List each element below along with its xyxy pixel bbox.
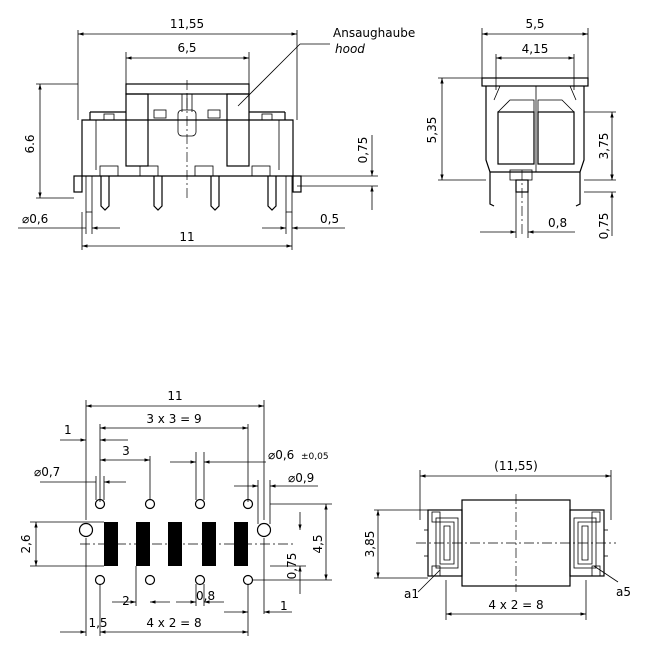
dim-pin-length: 0,75 — [356, 137, 370, 164]
fp-dim-1: 1 — [64, 423, 72, 437]
dim-height: 6.6 — [23, 134, 37, 153]
dim-hood-width: 6,5 — [177, 41, 196, 55]
top-view: (11,55) 3,85 4 x 2 = 8 a1 a5 — [363, 459, 631, 620]
fp-pitch-3: 3 x 3 = 9 — [146, 412, 201, 426]
fp-pad-height: 2,6 — [19, 534, 33, 553]
dim-side-height: 5,35 — [425, 117, 439, 144]
fp-hole-06-tol: ±0,05 — [301, 452, 329, 462]
dim-side-body: 3,75 — [597, 133, 611, 160]
fp-v075: 0,75 — [285, 553, 299, 580]
callout-hood: hood — [335, 42, 365, 56]
callout-ansaughaube: Ansaughaube — [333, 26, 415, 40]
side-view: 5,5 4,15 5,35 3,75 0,75 0,8 — [425, 17, 616, 239]
dim-pitch-span: 11 — [179, 230, 194, 244]
footprint-view: 11 3 x 3 = 9 1 3 ⌀0,6 ±0,05 ⌀0,7 ⌀0,9 — [19, 389, 332, 636]
dim-pin-diameter: ⌀0,6 — [22, 212, 48, 226]
dim-side-width: 5,5 — [525, 17, 544, 31]
dim-total-width: 11,55 — [170, 17, 204, 31]
fp-dim-2: 2 — [122, 594, 130, 608]
front-view: 11,55 6,5 — [18, 17, 415, 250]
top-width: (11,55) — [494, 459, 538, 473]
front-pins — [73, 175, 302, 213]
fp-dim-1b: 1 — [280, 599, 288, 613]
fp-dim-15: 1,5 — [88, 616, 107, 630]
fp-dim-3: 3 — [122, 444, 130, 458]
fp-hole-09: ⌀0,9 — [288, 471, 314, 485]
fp-hole-06: ⌀0,6 — [268, 448, 294, 462]
dim-side-inner: 4,15 — [522, 42, 549, 56]
fp-overall: 11 — [167, 389, 182, 403]
dim-offset: 0,5 — [320, 212, 339, 226]
fp-dim-08: 0,8 — [196, 589, 215, 603]
fp-hole-07: ⌀0,7 — [34, 465, 60, 479]
pad-5 — [234, 522, 248, 566]
top-height: 3,85 — [363, 531, 377, 558]
top-pitch-4: 4 x 2 = 8 — [488, 598, 543, 612]
label-a1: a1 — [404, 587, 419, 601]
dim-side-lead-length: 0,75 — [597, 213, 611, 240]
label-a5: a5 — [616, 585, 631, 599]
fp-v45: 4,5 — [311, 534, 325, 553]
dim-side-lead: 0,8 — [548, 216, 567, 230]
fp-pitch-4: 4 x 2 = 8 — [146, 616, 201, 630]
